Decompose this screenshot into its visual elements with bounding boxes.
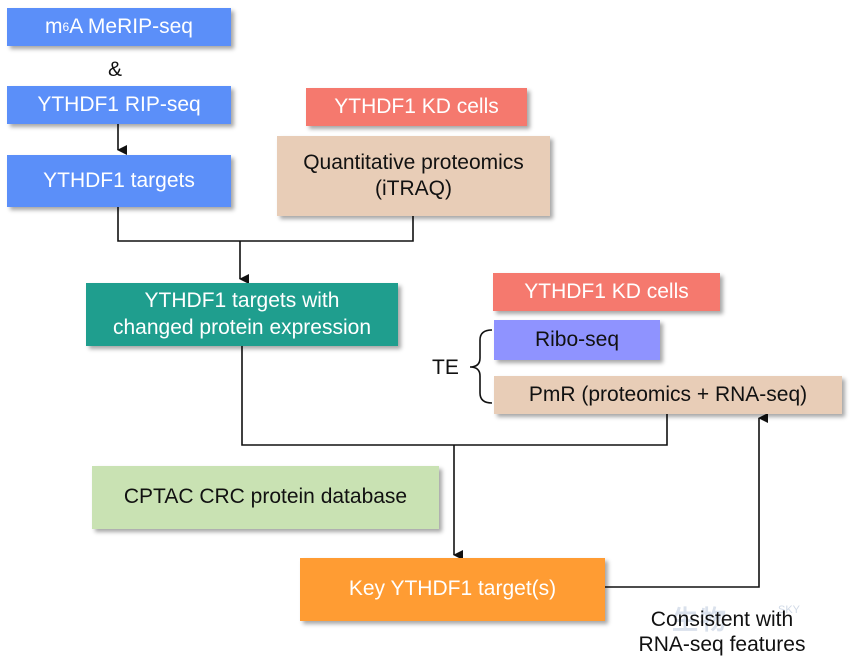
key-target-box: Key YTHDF1 target(s) — [300, 558, 605, 621]
watermark: 生物 — [672, 605, 729, 635]
proteomics-line1: Quantitative proteomics — [303, 150, 524, 174]
te-brace — [469, 329, 493, 404]
ythdf1-targets-label: YTHDF1 targets — [43, 168, 195, 192]
key-target-label: Key YTHDF1 target(s) — [348, 577, 557, 601]
rip-seq-label: YTHDF1 RIP-seq — [37, 92, 201, 116]
consistent-annotation: Consistent with RNA-seq features — [622, 607, 822, 657]
consistent-line1: Consistent with — [650, 608, 794, 631]
merip-rest: A MeRIP-seq — [69, 14, 193, 38]
ribo-seq-box: Ribo-seq — [494, 320, 660, 360]
cptac-label: CPTAC CRC protein database — [123, 485, 408, 509]
pmr-box: PmR (proteomics + RNA-seq) — [494, 376, 842, 414]
te-label: TE — [432, 356, 459, 379]
merip-prefix: m — [45, 14, 63, 38]
merge-line-top — [117, 207, 414, 242]
ribo-seq-label: Ribo-seq — [534, 327, 620, 351]
ampersand-label: & — [108, 58, 123, 81]
arrow-key-to-pmr — [605, 413, 768, 588]
ythdf1-targets-box: YTHDF1 targets — [7, 155, 231, 207]
consistent-line2: RNA-seq features — [638, 633, 806, 657]
proteomics-box: Quantitative proteomics (iTRAQ) — [277, 136, 550, 216]
changed-line2: changed protein expression — [112, 315, 371, 339]
kd-cells-right-label: YTHDF1 KD cells — [524, 279, 689, 303]
cptac-box: CPTAC CRC protein database — [92, 466, 439, 529]
kd-cells-right-box: YTHDF1 KD cells — [493, 273, 720, 311]
watermark-sub: SKY — [778, 604, 801, 616]
kd-cells-top-label: YTHDF1 KD cells — [334, 94, 499, 118]
proteomics-line2: (iTRAQ) — [375, 177, 452, 200]
rip-seq-box: YTHDF1 RIP-seq — [7, 86, 231, 124]
changed-line1: YTHDF1 targets with — [144, 289, 340, 313]
changed-expression-box: YTHDF1 targets with changed protein expr… — [86, 283, 398, 346]
kd-cells-top-box: YTHDF1 KD cells — [306, 88, 527, 126]
pmr-label: PmR (proteomics + RNA-seq) — [528, 382, 808, 406]
